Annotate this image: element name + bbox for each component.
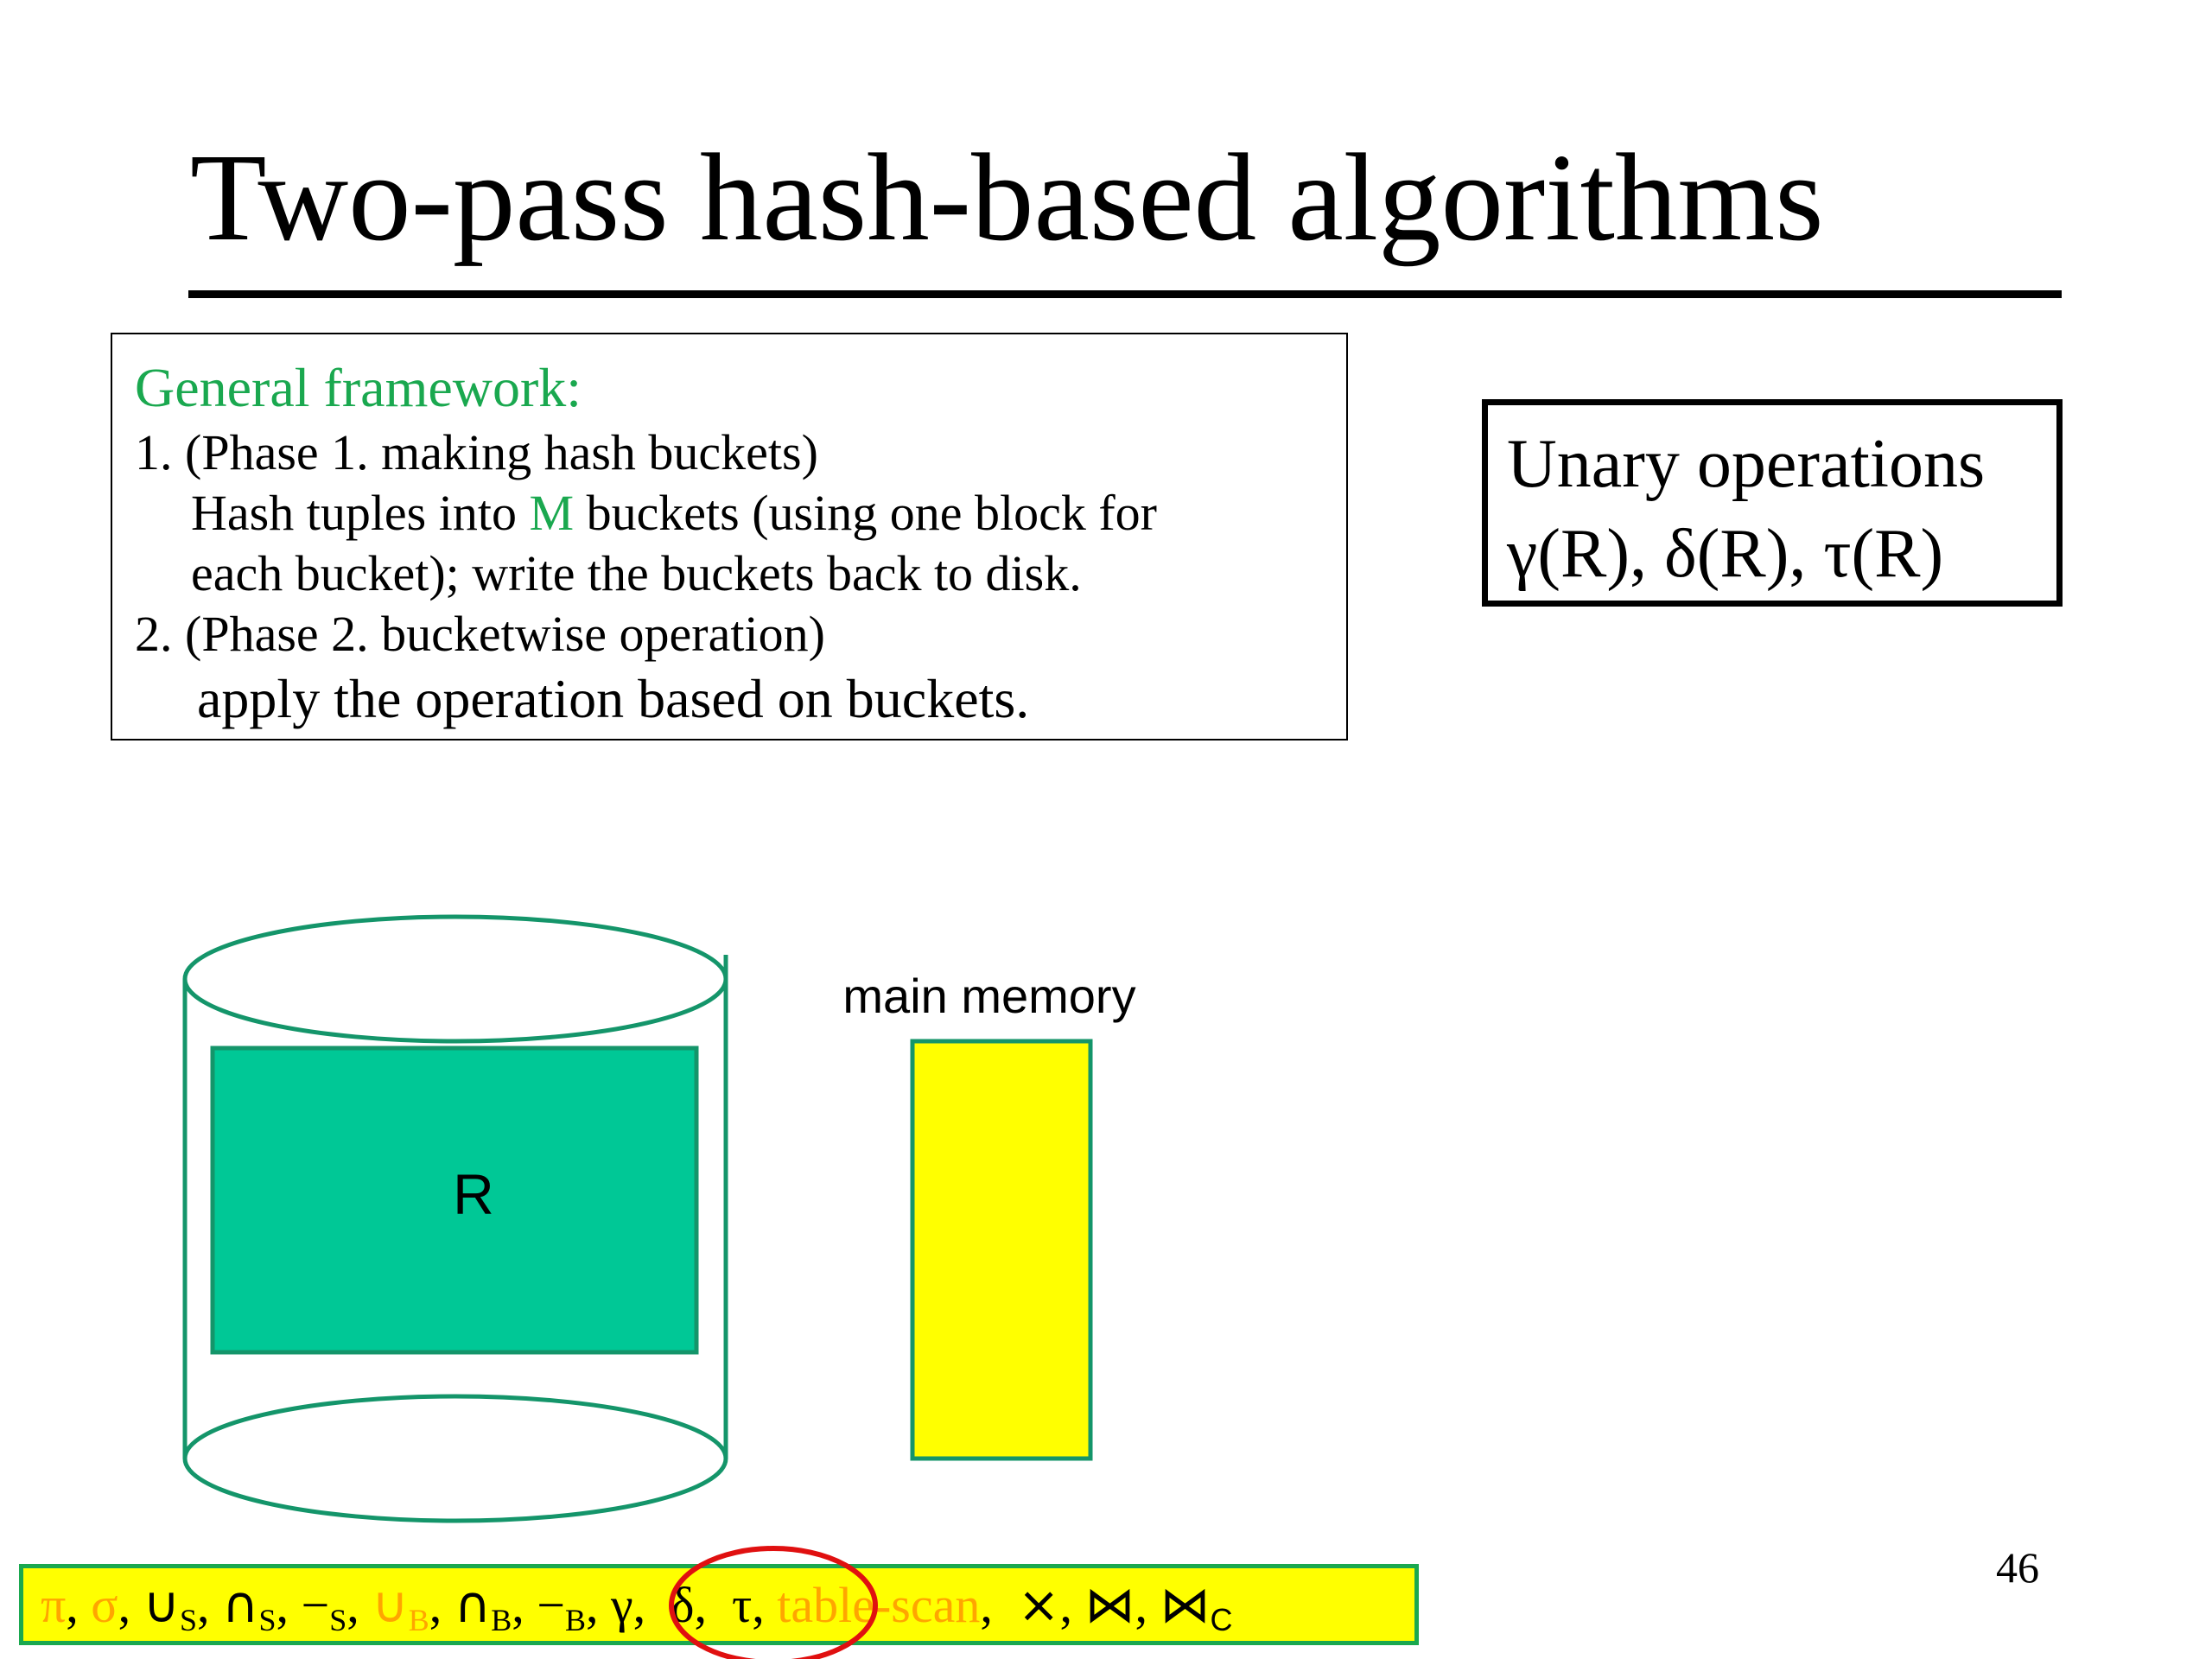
phase1-title: 1. (Phase 1. making hash buckets) <box>135 424 818 480</box>
op-grouping: γ <box>610 1577 633 1633</box>
framework-heading: General framework: <box>135 357 582 418</box>
unary-operations-box: Unary operations γ(R), δ(R), τ(R) <box>1482 399 2063 607</box>
op-sorting: τ <box>731 1577 753 1633</box>
op-product: × <box>1017 1575 1060 1634</box>
phase1-line3: each bucket); write the buckets back to … <box>191 545 1082 601</box>
page-number: 46 <box>1996 1543 2039 1592</box>
op-set-union-sub: S <box>180 1603 198 1637</box>
op-set-intersection: ∩ <box>222 1575 259 1634</box>
general-framework-box: General framework: 1. (Phase 1. making h… <box>111 333 1348 741</box>
op-set-intersection-sub: S <box>258 1603 276 1637</box>
operators-bar: π, σ, ∪S, ∩S, −S, ∪B, ∩B, −B, γ, δ, τ, t… <box>19 1564 1419 1645</box>
phase2-title: 2. (Phase 2. bucketwise operation) <box>135 606 825 662</box>
op-set-difference: − <box>301 1577 330 1633</box>
slide-title: Two-pass hash-based algorithms <box>190 129 1824 267</box>
op-natural-join: ⋈ <box>1084 1575 1135 1634</box>
unary-heading: Unary operations <box>1507 426 1986 502</box>
op-bag-difference-sub: B <box>564 1603 586 1637</box>
op-theta-join: ⋈ <box>1160 1575 1211 1634</box>
phase1-line2: Hash tuples into M buckets (using one bl… <box>191 488 1157 538</box>
main-memory-label: main memory <box>842 969 1135 1023</box>
main-memory-block <box>910 1039 1093 1461</box>
cylinder-top <box>182 914 728 1044</box>
op-bag-union-sub: B <box>408 1603 429 1637</box>
op-bag-intersection-sub: B <box>491 1603 512 1637</box>
phase1-line2-pre: Hash tuples into <box>191 485 530 541</box>
title-underline <box>188 290 2062 298</box>
unary-operations-list: γ(R), δ(R), τ(R) <box>1507 516 1944 592</box>
phase1-M: M <box>529 485 575 541</box>
op-bag-difference: − <box>537 1577 565 1633</box>
op-set-difference-sub: S <box>329 1603 347 1637</box>
op-table-scan: table-scan <box>777 1577 981 1633</box>
relation-r-block <box>210 1046 699 1355</box>
op-selection: σ <box>91 1577 118 1633</box>
phase1-line2-post: buckets (using one block for <box>574 485 1157 541</box>
phase2-line2: apply the operation based on buckets. <box>197 668 1030 729</box>
cylinder-bottom <box>182 1394 728 1523</box>
op-duplicate-elimination: δ <box>671 1577 695 1633</box>
op-set-union: ∪ <box>143 1575 181 1634</box>
relation-r-label: R <box>453 1162 494 1226</box>
disk-cylinder <box>182 914 728 1523</box>
op-bag-intersection: ∩ <box>454 1575 492 1634</box>
op-projection: π <box>41 1577 67 1633</box>
op-bag-union: ∪ <box>372 1575 409 1634</box>
op-theta-join-sub: C <box>1210 1602 1233 1637</box>
